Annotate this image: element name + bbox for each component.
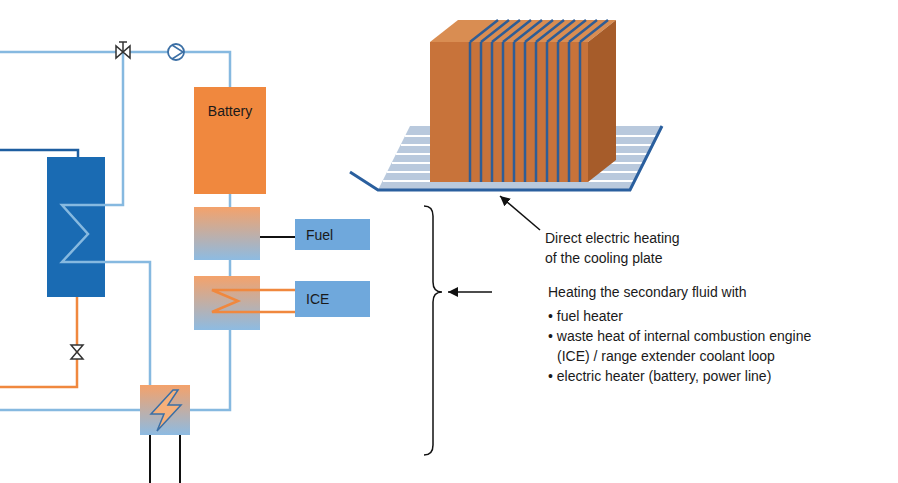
bullet-item: • electric heater (battery, power line) <box>548 366 819 386</box>
heat-exchanger <box>47 157 105 297</box>
battery-box: Battery <box>194 87 266 194</box>
module-side <box>588 20 616 182</box>
power-wires <box>150 435 180 483</box>
coolant-pipe <box>105 52 123 205</box>
annotation-text: Direct electric heating of the cooling p… <box>545 228 687 268</box>
fuel-heater-exchanger <box>194 207 260 260</box>
ice-coil <box>212 290 295 312</box>
coolant-pipe <box>105 262 150 385</box>
annotation-heading: Heating the secondary fluid with <box>548 282 848 302</box>
hot-pipe <box>0 297 77 387</box>
valve-stem <box>119 42 127 52</box>
electric-heater <box>140 385 190 435</box>
leader-arrow <box>500 196 540 230</box>
module-front <box>430 42 588 182</box>
fuel-box: Fuel <box>295 219 370 250</box>
module-top <box>430 20 616 42</box>
ice-box: ICE <box>295 281 370 317</box>
pump-triangle <box>172 45 183 59</box>
coolant-pipe <box>0 52 230 87</box>
box-label: ICE <box>306 290 329 308</box>
box-label: Fuel <box>306 226 333 244</box>
exchanger-coil <box>62 205 105 262</box>
ice-heat-exchanger <box>194 276 260 330</box>
lightning-symbol <box>151 390 181 431</box>
fuel-link <box>260 236 295 238</box>
box-label: Battery <box>208 102 252 120</box>
valve-symbol <box>71 345 83 359</box>
cell-separators <box>470 20 608 182</box>
coolant-pipe <box>0 330 230 410</box>
pump-symbol <box>168 44 184 60</box>
bullet-item: • fuel heater <box>548 306 819 326</box>
bullet-item: • waste heat of internal combustion engi… <box>548 326 819 366</box>
curly-bracket <box>424 206 442 455</box>
pointer-arrow <box>448 291 492 293</box>
refrigerant-pipe <box>0 150 78 157</box>
